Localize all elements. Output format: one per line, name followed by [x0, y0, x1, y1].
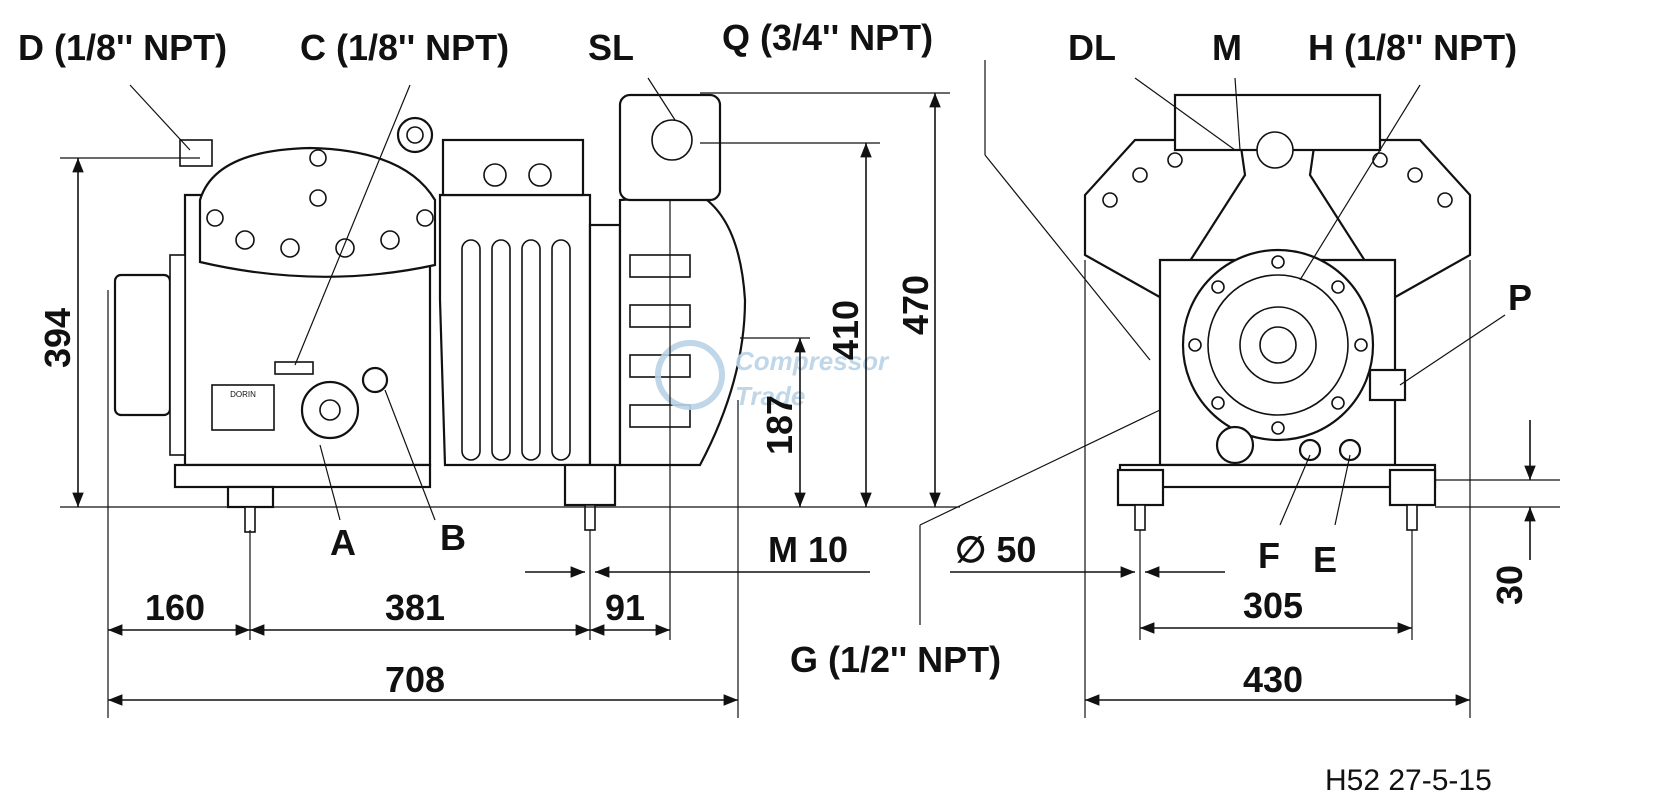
callout-labels: D (1/8'' NPT) C (1/8'' NPT) SL Q (3/4'' …	[18, 17, 1532, 680]
dim-160: 160	[145, 587, 205, 628]
dimension-lines	[60, 92, 1560, 718]
foot-left	[226, 485, 275, 509]
label-m10: M 10	[768, 529, 848, 570]
watermark-line2: Trade	[735, 381, 805, 411]
label-g: G (1/2'' NPT)	[790, 639, 1001, 680]
end-foot-left	[1116, 468, 1165, 507]
connection-c	[274, 361, 314, 375]
label-q: Q (3/4'' NPT)	[722, 17, 933, 58]
dim-430: 430	[1243, 659, 1303, 700]
label-m: M	[1212, 27, 1242, 68]
end-foot-right	[1388, 468, 1437, 507]
leader-lines	[129, 60, 1506, 625]
drawing-reference: H52 27-5-15	[1325, 764, 1492, 797]
end-view	[1083, 93, 1472, 531]
dim-187: 187	[759, 395, 800, 455]
label-sl: SL	[588, 27, 634, 68]
label-dl: DL	[1068, 27, 1116, 68]
label-f: F	[1258, 535, 1280, 576]
dim-470: 470	[895, 275, 936, 335]
nameplate	[211, 384, 275, 431]
head-bolts	[206, 149, 434, 258]
label-e: E	[1313, 539, 1337, 580]
dim-30: 30	[1489, 565, 1530, 605]
label-d: D (1/8'' NPT)	[18, 27, 227, 68]
label-diameter-50: ∅ 50	[955, 529, 1036, 570]
dim-305: 305	[1243, 585, 1303, 626]
connection-f	[1298, 438, 1322, 462]
dim-708: 708	[385, 659, 445, 700]
label-h: H (1/8'' NPT)	[1308, 27, 1517, 68]
connection-e	[1338, 438, 1362, 462]
side-view: DORIN	[113, 93, 747, 533]
connection-p	[1368, 368, 1407, 402]
nameplate-text: DORIN	[230, 390, 256, 399]
label-c: C (1/8'' NPT)	[300, 27, 509, 68]
dim-410: 410	[825, 300, 866, 360]
flange-bolts	[1188, 255, 1368, 435]
terminal-box	[441, 138, 585, 197]
motor-cooling-ribs	[461, 239, 571, 461]
label-b: B	[440, 517, 466, 558]
drain-g	[1215, 425, 1255, 465]
label-p: P	[1508, 277, 1532, 318]
label-a: A	[330, 522, 356, 563]
bank-bolts	[1102, 152, 1453, 208]
foot-right	[563, 463, 617, 507]
discharge-valve-dl	[1256, 131, 1294, 169]
connection-b	[361, 366, 389, 394]
dim-381: 381	[385, 587, 445, 628]
dim-91: 91	[605, 587, 645, 628]
dim-394: 394	[37, 308, 78, 368]
dimension-values: 394 470 410 187 30 160 381 91 708 305 43…	[37, 275, 1530, 700]
